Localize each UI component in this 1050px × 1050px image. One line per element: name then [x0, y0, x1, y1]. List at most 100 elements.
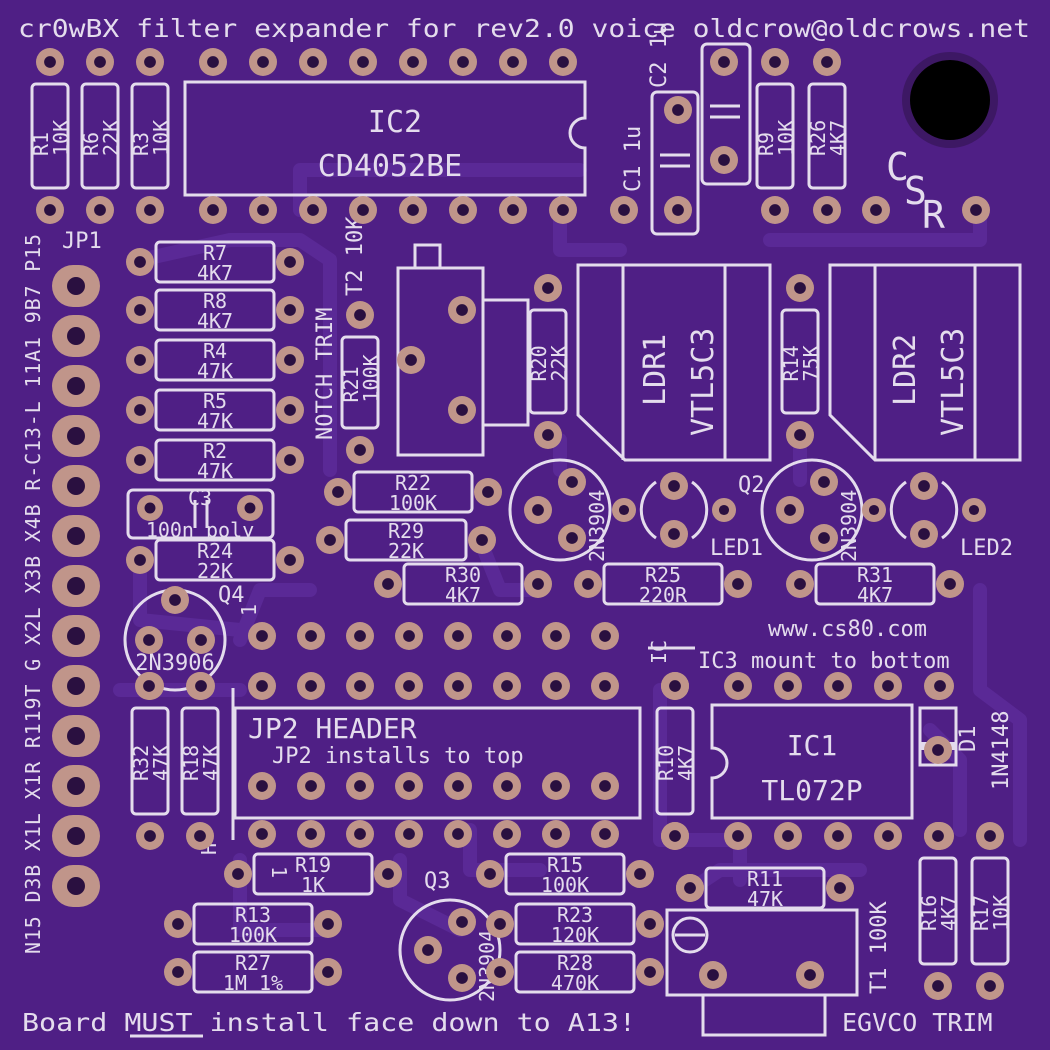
- drill-hole: [507, 56, 519, 68]
- drill-hole: [284, 404, 296, 416]
- logo-letter-s: S: [904, 169, 927, 213]
- jp1-pin-label: X4B: [21, 504, 45, 542]
- drill-hole: [256, 630, 268, 642]
- resistor-value-label: 4K7: [937, 895, 961, 931]
- drill-hole: [332, 486, 344, 498]
- q4-pin1-label: 1: [237, 604, 261, 616]
- drill-hole: [207, 204, 219, 216]
- resistor-body: [780, 308, 820, 415]
- resistor-value-label: 4K7: [857, 583, 893, 607]
- drill-hole: [67, 627, 85, 645]
- resistor-body: [514, 902, 636, 946]
- resistor-body: [528, 308, 568, 415]
- drill-hole: [382, 578, 394, 590]
- drill-hole: [67, 777, 85, 795]
- ic2-ref-label: IC2: [368, 105, 422, 140]
- resistor-value-label: 4K7: [445, 583, 481, 607]
- drill-hole: [44, 56, 56, 68]
- drill-hole: [644, 966, 656, 978]
- drill-hole: [134, 554, 146, 566]
- drill-hole: [718, 154, 730, 166]
- drill-hole: [542, 429, 554, 441]
- drill-hole: [94, 204, 106, 216]
- resistor-ref-label: R5: [203, 389, 227, 413]
- resistor-ref-label: R2: [203, 439, 227, 463]
- capacitor-outlines: [650, 42, 752, 236]
- drill-hole: [354, 630, 366, 642]
- drill-hole: [599, 680, 611, 692]
- drill-hole: [732, 680, 744, 692]
- drill-hole: [821, 204, 833, 216]
- drill-hole: [668, 528, 680, 540]
- drill-hole: [407, 204, 419, 216]
- drill-hole: [403, 780, 415, 792]
- jp1-pin-label: P15: [21, 234, 45, 272]
- jp1-pin-label: 9B7: [21, 285, 45, 323]
- drill-hole: [932, 980, 944, 992]
- drill-hole: [144, 830, 156, 842]
- drill-hole: [172, 918, 184, 930]
- drill-hole: [834, 882, 846, 894]
- c2-label: C2 1u: [647, 22, 672, 88]
- install-warning-text: Board MUST install face down to A13!: [22, 1008, 636, 1037]
- resistor-value-label: 75K: [799, 345, 823, 381]
- resistor-ref-label: R19: [295, 853, 331, 877]
- drill-hole: [134, 404, 146, 416]
- drill-hole: [403, 680, 415, 692]
- drill-hole: [67, 577, 85, 595]
- drill-hole: [457, 56, 469, 68]
- resistor-value-label: 220R: [639, 583, 688, 607]
- t2-label: T2 10K: [343, 216, 368, 296]
- drill-hole: [882, 680, 894, 692]
- resistor-body: [704, 866, 826, 910]
- jp1-pin-label: X1L: [21, 813, 45, 851]
- jp2-outline: [231, 688, 642, 840]
- drill-hole: [452, 680, 464, 692]
- drill-hole: [256, 680, 268, 692]
- resistor-value-label: 4K7: [674, 745, 698, 781]
- jp1-pin-label: G: [21, 659, 45, 671]
- ic1-part-label: TL072P: [761, 774, 862, 807]
- resistor-body: [154, 338, 276, 382]
- drill-hole: [557, 56, 569, 68]
- drill-hole: [284, 256, 296, 268]
- drill-hole: [232, 868, 244, 880]
- drill-hole: [668, 480, 680, 492]
- jp2-pin1-label: 1: [267, 866, 291, 878]
- drill-hole: [305, 680, 317, 692]
- drill-hole: [354, 444, 366, 456]
- d1-ref-label: D1: [956, 726, 981, 753]
- resistor-ref-label: R1: [29, 132, 53, 156]
- notch-trim-label: NOTCH TRIM: [313, 308, 338, 440]
- drill-hole: [644, 918, 656, 930]
- drill-hole: [452, 780, 464, 792]
- resistor-body: [402, 562, 524, 606]
- jp1-pin-label: X3B: [21, 556, 45, 594]
- ic2-component: [183, 80, 587, 197]
- resistor-value-label: 1M 1%: [223, 971, 283, 995]
- resistor-ref-label: R32: [129, 745, 153, 781]
- logo-letter-c: C: [886, 145, 909, 189]
- jp1-label: JP1: [62, 229, 102, 254]
- resistor-value-label: 47K: [747, 887, 783, 911]
- drill-hole: [67, 477, 85, 495]
- drill-hole: [67, 727, 85, 745]
- drill-hole: [818, 476, 830, 488]
- drill-hole: [782, 830, 794, 842]
- drill-hole: [172, 966, 184, 978]
- drill-hole: [507, 204, 519, 216]
- resistor-ref-label: R18: [179, 745, 203, 781]
- drill-hole: [144, 204, 156, 216]
- ic3-mount-note: IC3 mount to bottom: [698, 649, 950, 674]
- drill-hole: [532, 578, 544, 590]
